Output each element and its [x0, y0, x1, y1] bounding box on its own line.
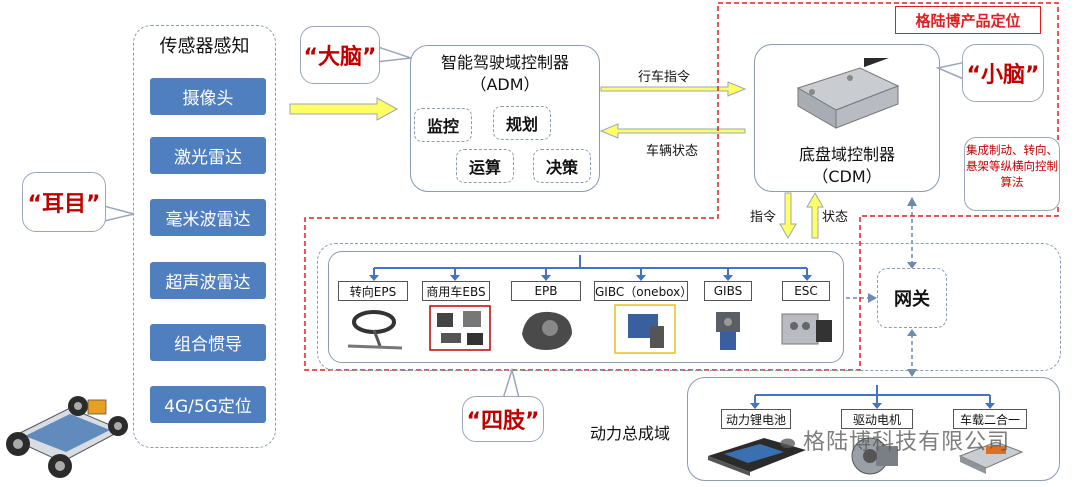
watermark-text: 格陆博科技有限公司	[803, 430, 1011, 455]
chassis-actuators-panel	[328, 251, 844, 363]
cerebellum-callout-text: “小脑”	[966, 63, 1040, 88]
actuator-epb-label: EPB	[511, 281, 581, 301]
brain-callout-tail	[375, 45, 412, 63]
command-down-arrow	[779, 192, 797, 240]
drive-command-label: 行车指令	[638, 70, 691, 85]
sensor-panel-title: 传感器感知	[159, 36, 250, 57]
status-up-arrow	[806, 191, 824, 239]
adm-func-decision: 决策	[533, 149, 591, 183]
chassis-domain-outer	[317, 243, 1061, 371]
vehicle-status-arrow	[599, 123, 746, 139]
ears-callout-tail	[100, 204, 135, 223]
cdm-title-line2: （CDM）	[812, 167, 882, 186]
drive-command-arrow	[600, 81, 747, 97]
powertrain-domain-title: 动力总成域	[590, 424, 671, 443]
limbs-callout-tail	[501, 368, 521, 402]
adm-title-line1: 智能驾驶域控制器	[440, 53, 569, 72]
sensor-lidar: 激光雷达	[150, 137, 266, 174]
cdm-algorithm-note: 集成制动、转向、悬架等纵横向控制算法	[964, 137, 1060, 211]
sensor-panel	[133, 25, 276, 448]
sensor-to-adm-arrow	[289, 97, 399, 121]
sensor-positioning: 4G/5G定位	[150, 386, 266, 423]
sensor-ins: 组合惯导	[150, 324, 266, 361]
actuator-gibs-image	[716, 312, 740, 350]
wechat-icon: ⬬	[780, 433, 804, 454]
watermark: ⬬ 格陆博科技有限公司	[780, 424, 1010, 456]
sensor-camera: 摄像头	[150, 78, 266, 115]
limbs-callout: “四肢”	[462, 396, 544, 442]
ears-callout-text: “耳目”	[27, 192, 101, 217]
cdm-title-line1: 底盘域控制器	[798, 145, 895, 164]
actuator-esc-image	[781, 313, 832, 345]
ears-callout: “耳目”	[22, 172, 106, 232]
cdm-title: 底盘域控制器 （CDM）	[754, 144, 940, 188]
powertrain-motor-image	[851, 437, 898, 475]
powertrain-2in1-image	[958, 441, 1024, 474]
actuator-esc-label: ESC	[782, 281, 830, 301]
gateway-box: 网关	[877, 268, 947, 328]
brain-callout-text: “大脑”	[303, 45, 377, 70]
powertrain-motor-label: 驱动电机	[841, 409, 913, 429]
actuator-gibs-label: GIBS	[704, 281, 752, 301]
actuator-epb-image	[522, 311, 572, 350]
actuator-ebs-image	[429, 305, 491, 351]
powertrain-domain-box	[687, 377, 1060, 481]
status-label: 状态	[822, 210, 849, 225]
actuator-eps-label: 转向EPS	[338, 281, 408, 301]
actuator-eps-image	[347, 310, 403, 350]
sensor-mmwave-radar: 毫米波雷达	[150, 199, 266, 236]
brain-callout: “大脑”	[300, 26, 380, 84]
powertrain-2in1-label: 车载二合一	[953, 409, 1027, 429]
product-position-badge: 格陆博产品定位	[895, 6, 1041, 34]
cdm-ecu-image	[796, 58, 900, 129]
sensor-ultrasonic-radar: 超声波雷达	[150, 262, 266, 299]
adm-func-planning: 规划	[493, 106, 551, 140]
adm-func-computing: 运算	[456, 149, 514, 183]
adm-title: 智能驾驶域控制器 （ADM）	[410, 52, 600, 96]
command-label: 指令	[750, 210, 777, 225]
actuator-gibc-label: GIBC（onebox）	[594, 281, 692, 301]
powertrain-battery-label: 动力锂电池	[721, 409, 791, 429]
chassis-car-image	[6, 396, 128, 478]
gateway-label: 网关	[894, 289, 930, 310]
cerebellum-callout: “小脑”	[962, 44, 1044, 102]
actuator-ebs-label: 商用车EBS	[422, 281, 490, 301]
vehicle-status-label: 车辆状态	[646, 144, 699, 159]
limbs-callout-text: “四肢”	[466, 409, 540, 434]
adm-title-line2: （ADM）	[470, 75, 540, 94]
actuator-gibc-image	[614, 304, 676, 354]
powertrain-battery-image	[708, 438, 806, 476]
adm-func-monitor: 监控	[414, 108, 472, 142]
cerebellum-callout-tail	[936, 61, 966, 81]
